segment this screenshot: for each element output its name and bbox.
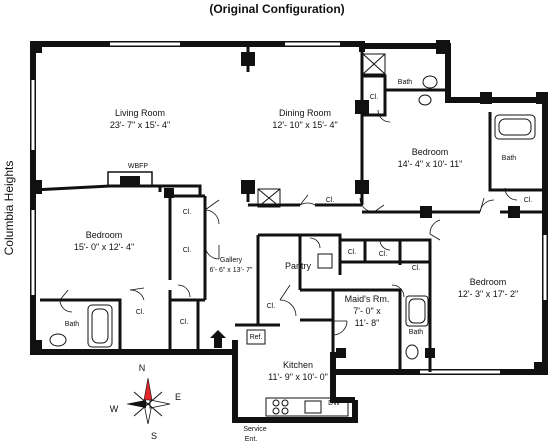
bath-label: Bath [65,321,80,328]
kitchen-name: Kitchen [283,360,313,370]
dining-room-name: Dining Room [279,108,331,118]
wbfp-label: WBFP [128,163,149,170]
w-bedroom-name: Bedroom [86,230,123,240]
closet-label: Cl. [370,94,379,101]
w-bedroom-dims: 15'- 0" x 12'- 4" [74,242,134,252]
compass-e: E [175,392,181,402]
closet-label: Cl. [412,265,421,272]
closet-label: Cl. [326,197,335,204]
interior-walls [32,44,545,372]
closet-label: Cl. [183,247,192,254]
pantry-name: Pantry [285,261,312,271]
street-label: Columbia Heights [2,161,16,256]
ne-bedroom-name: Bedroom [412,147,449,157]
service-label: Service [243,426,266,433]
doors [59,109,518,336]
structural-blocks [107,52,520,358]
gallery-dims: 6'- 6" x 13'- 7" [209,267,253,274]
closet-label: Cl. [183,209,192,216]
se-bedroom-dims: 12'- 3" x 17'- 2" [458,289,518,299]
bath-label: Bath [502,155,517,162]
living-room-dims: 23'- 7" x 15'- 4" [110,120,170,130]
fixtures [49,75,536,417]
windows [30,41,548,375]
maids-room-dims-2: 11'- 8" [355,318,380,328]
closet-label: Cl. [267,303,276,310]
ne-bedroom-dims: 14'- 4" x 10'- 11" [398,159,463,169]
se-bedroom-name: Bedroom [470,277,507,287]
kitchen-dims: 11'- 9" x 10'- 0" [268,372,328,382]
compass-s: S [151,431,157,441]
closet-label: Cl. [136,309,145,316]
living-room-name: Living Room [115,108,165,118]
dw-label: DW [328,400,340,407]
bath-label: Bath [398,79,413,86]
closet-label: Cl. [379,251,388,258]
plan-title: (Original Configuration) [209,2,344,16]
bath-label: Bath [409,329,424,336]
compass: N S E W [110,363,181,441]
service-ent-label: Ent. [245,436,258,443]
maids-room-dims-1: 7'- 0" x [353,306,381,316]
gallery-name: Gallery [220,257,243,264]
dining-room-dims: 12'- 10" x 15'- 4" [272,120,337,130]
compass-w: W [110,404,119,414]
ref-label: Ref. [250,334,263,341]
entry-arrow [210,330,226,348]
maids-room-name: Maid's Rm. [345,294,390,304]
closet-label: Cl. [524,197,533,204]
closet-label: Cl. [348,249,357,256]
compass-n: N [139,363,146,373]
closet-label: Cl. [180,319,189,326]
